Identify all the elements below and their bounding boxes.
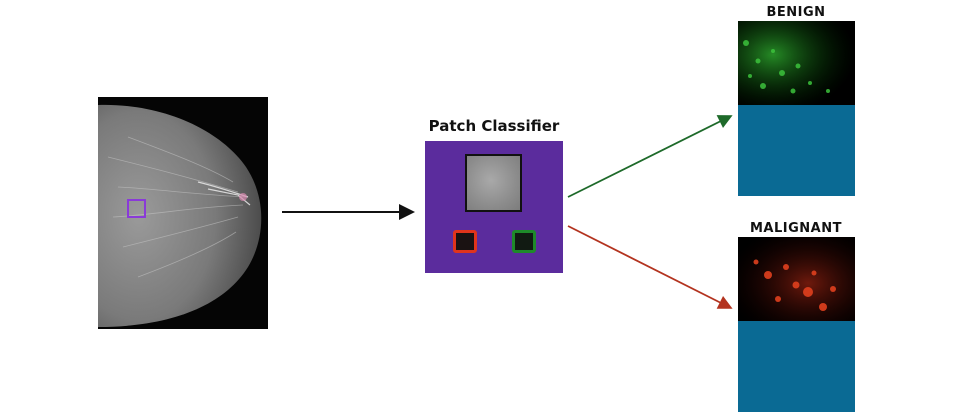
malignant-label: MALIGNANT: [750, 221, 842, 236]
malignant-panel-lower: [738, 321, 855, 412]
benign-output-node: [512, 230, 536, 253]
roi-box: [127, 199, 146, 218]
benign-panel: [738, 21, 855, 196]
arrow-to-malignant: [567, 225, 733, 309]
malignant-panel: [738, 237, 855, 412]
classifier-title: Patch Classifier: [428, 117, 560, 135]
benign-label: BENIGN: [766, 5, 826, 20]
input-patch: [465, 154, 522, 212]
malignant-heatmap: [738, 237, 855, 321]
classifier-box: [425, 141, 563, 273]
malignant-output-node: [453, 230, 477, 253]
mammogram-image: [98, 97, 268, 329]
benign-heatmap: [738, 21, 855, 105]
benign-panel-lower: [738, 105, 855, 196]
arrow-to-benign: [567, 115, 733, 198]
